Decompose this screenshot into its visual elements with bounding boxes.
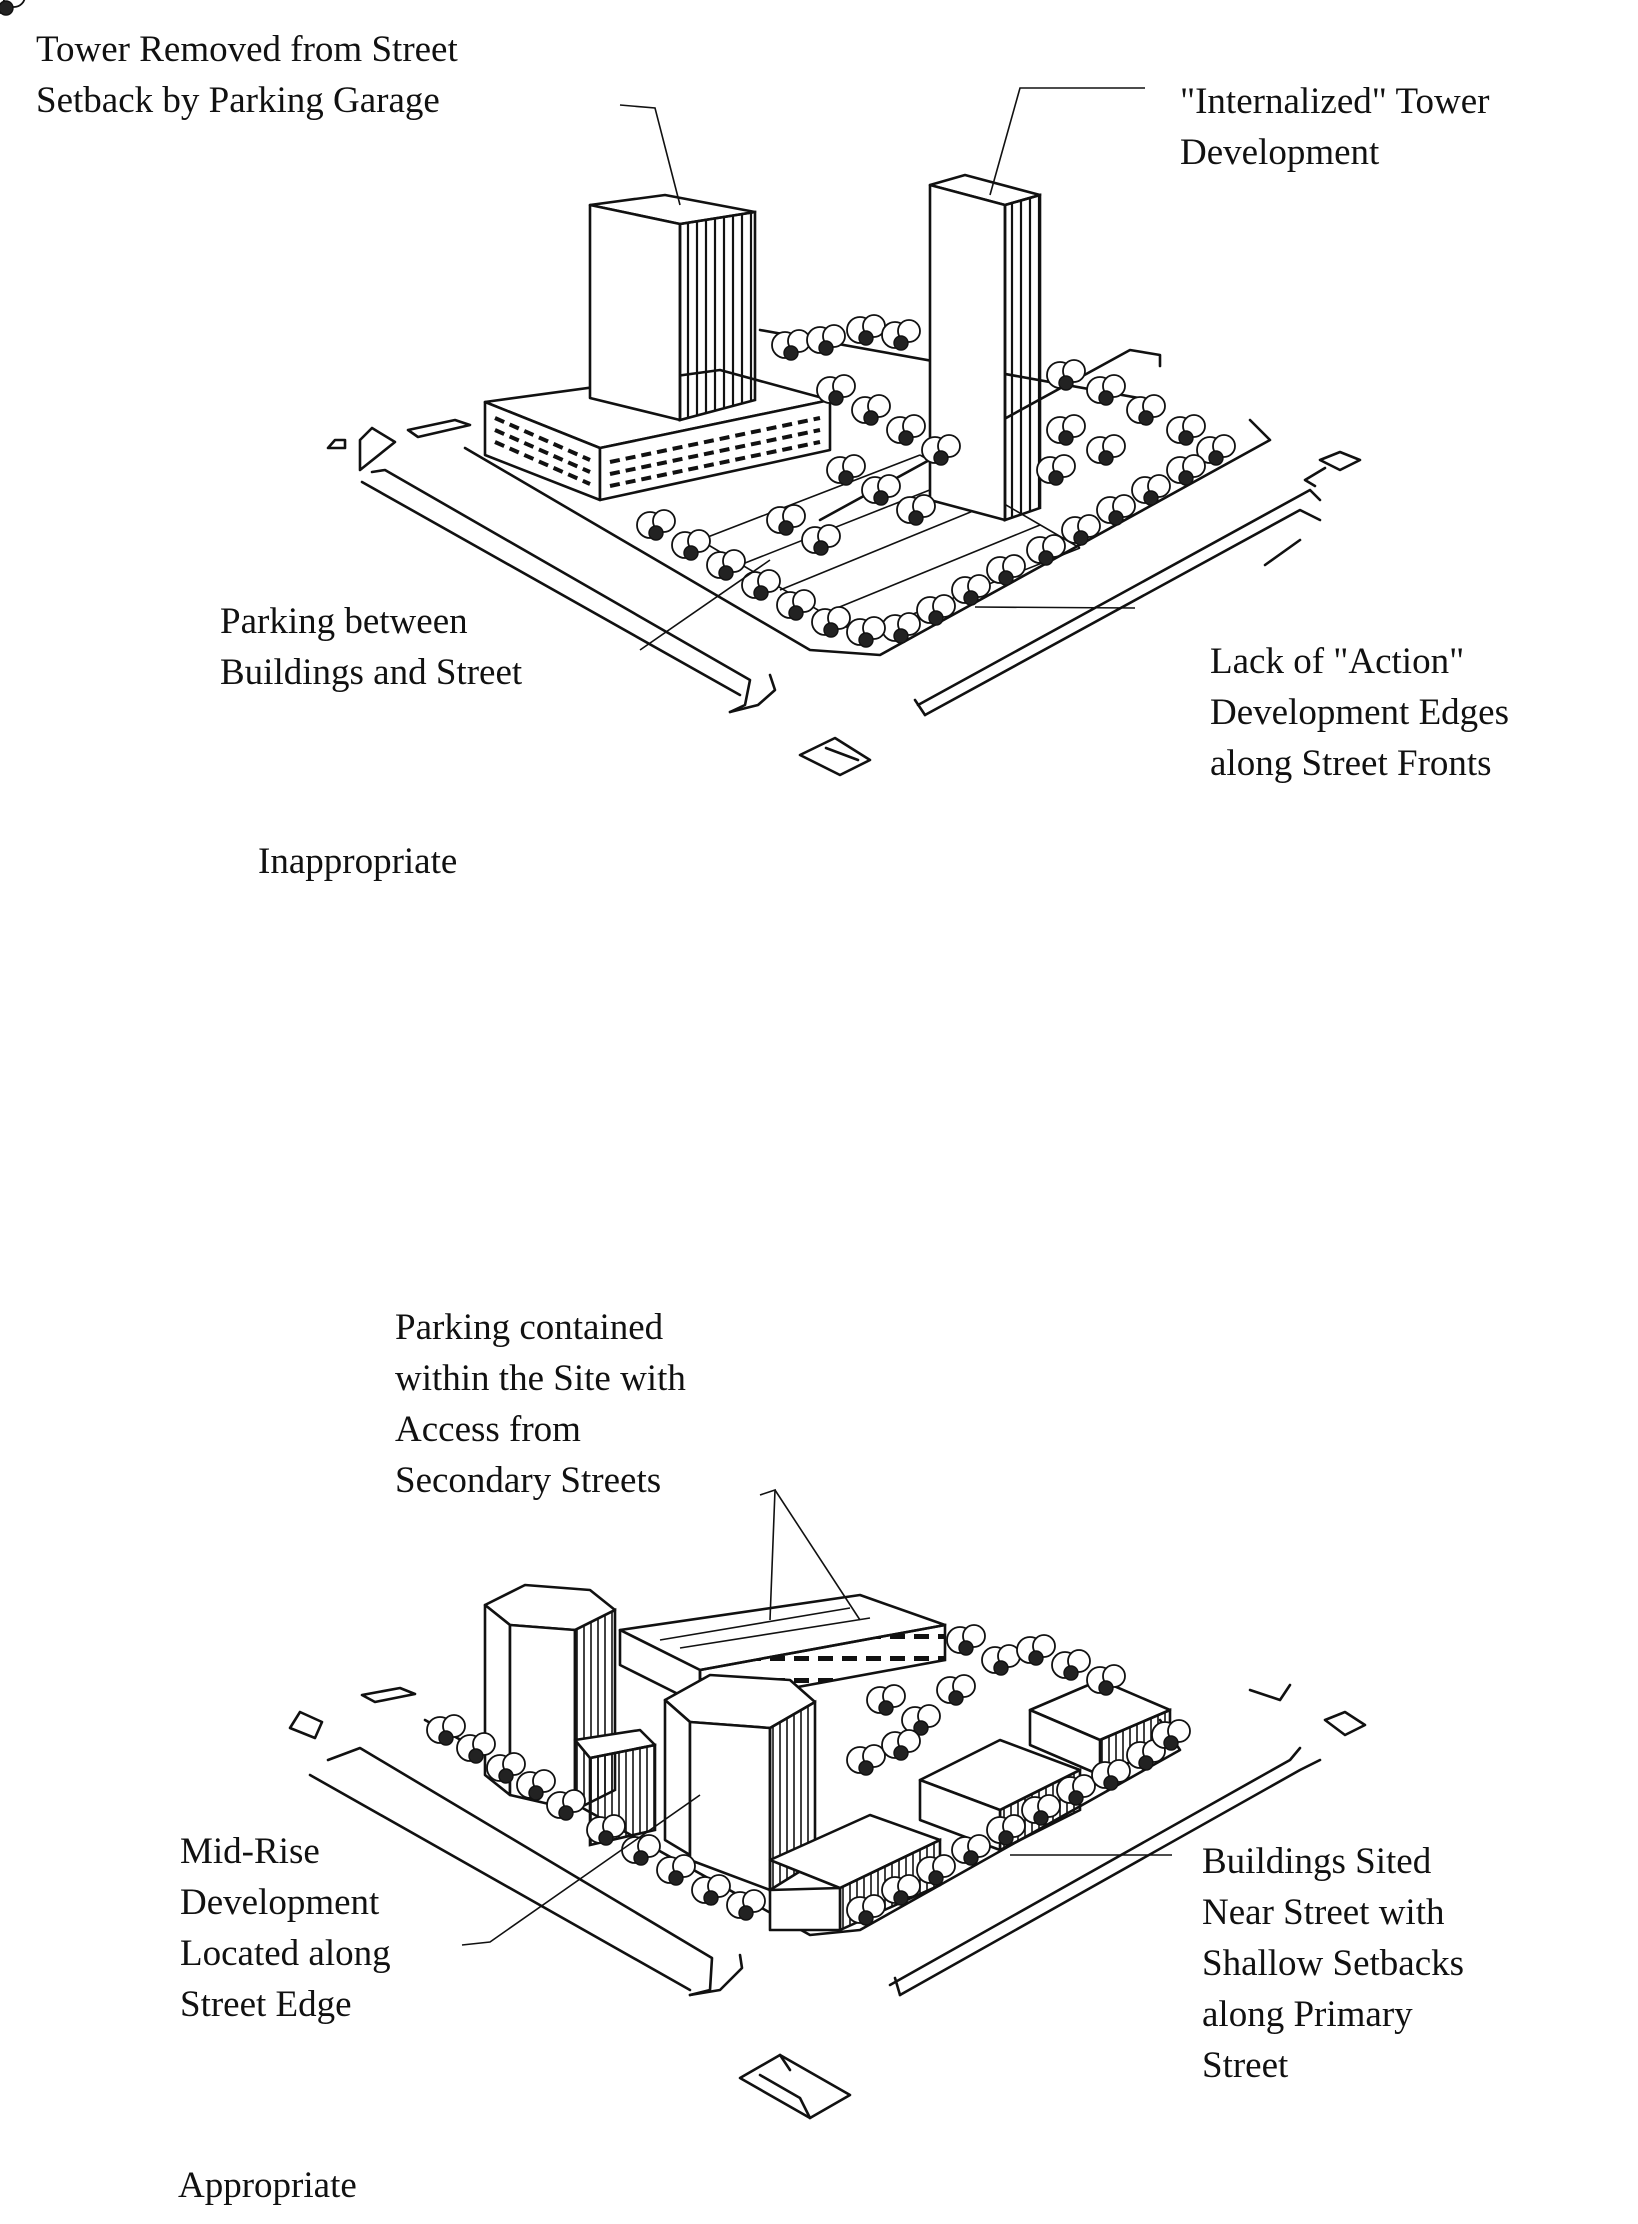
bottom-building-back-left xyxy=(485,1585,655,1845)
label-tower-removed: Tower Removed from Street Setback by Par… xyxy=(36,29,458,121)
bottom-leaders xyxy=(462,1490,1172,1945)
top-site-diagram xyxy=(0,0,1360,775)
top-block-edge xyxy=(465,420,1270,655)
top-leaders xyxy=(620,88,1145,650)
label-parking-between: Parking between Buildings and Street xyxy=(220,601,523,693)
label-parking-contained: Parking contained within the Site with A… xyxy=(395,1307,686,1501)
top-street-curbs xyxy=(328,350,1360,775)
bottom-site-diagram xyxy=(290,1490,1365,2118)
bottom-building-front xyxy=(665,1675,940,1930)
bottom-street-curbs xyxy=(290,1685,1365,2118)
label-buildings-sited: Buildings Sited Near Street with Shallow… xyxy=(1202,1841,1465,2086)
label-mid-rise: Mid-Rise Development Located along Stree… xyxy=(180,1831,391,2025)
label-internalized-tower: "Internalized" Tower Development xyxy=(1180,81,1490,173)
caption-appropriate: Appropriate xyxy=(178,2165,357,2206)
top-tower-right xyxy=(930,175,1040,520)
label-lack-of-action: Lack of "Action" Development Edges along… xyxy=(1210,641,1509,784)
caption-inappropriate: Inappropriate xyxy=(258,841,458,882)
top-trees xyxy=(0,0,1236,648)
top-tower-left xyxy=(590,195,755,420)
